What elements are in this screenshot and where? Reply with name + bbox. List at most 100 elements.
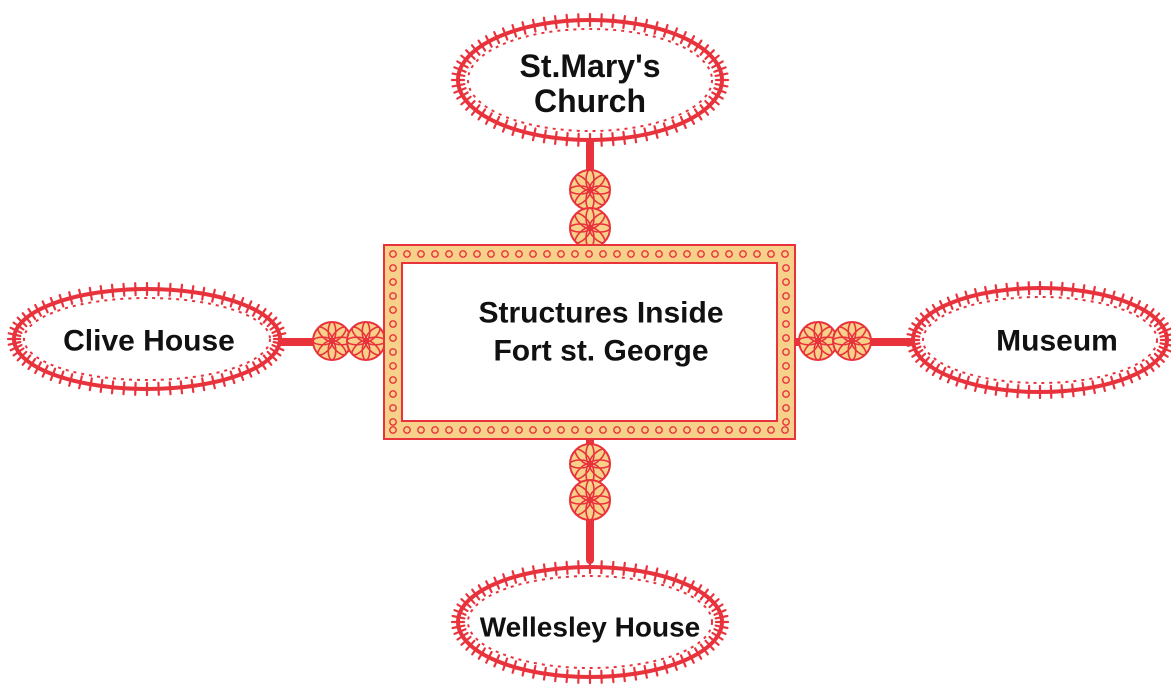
center-box-star	[389, 292, 397, 300]
center-box-star	[585, 250, 593, 258]
node-top-label-line2: Church	[534, 83, 646, 119]
ellipse-border-tick	[16, 316, 28, 328]
ellipse-border-tick	[502, 657, 509, 671]
ellipse-border-tick	[662, 660, 669, 674]
center-box-star	[697, 426, 705, 434]
center-box-star	[782, 334, 790, 342]
center-box-title-line1: Structures Inside	[478, 297, 723, 330]
node-bottom: Wellesley House	[450, 559, 730, 685]
ellipse-border-tick	[1016, 281, 1020, 296]
ellipse-border-tick	[693, 108, 703, 121]
center-box-star	[417, 426, 425, 434]
center-box-star	[389, 278, 397, 286]
ellipse-border-tick	[272, 340, 287, 346]
connector-flower	[569, 207, 611, 249]
ellipse-border-tick	[511, 122, 518, 136]
ellipse-border-tick	[622, 130, 627, 145]
center-box-star	[782, 278, 790, 286]
ellipse-border-tick	[58, 293, 65, 308]
ellipse-border-tick	[521, 125, 527, 139]
ellipse-border-tick	[7, 332, 22, 338]
ellipse-border-tick	[984, 380, 989, 395]
node-right-label: Museum	[996, 325, 1118, 358]
ellipse-border-tick	[565, 669, 569, 684]
ellipse-border-tick	[708, 95, 720, 106]
ellipse-border-tick	[245, 364, 253, 378]
ellipse-border-tick	[41, 300, 49, 314]
center-box-star	[599, 426, 607, 434]
center-box-star	[782, 362, 790, 370]
ellipse-border-tick	[679, 576, 687, 590]
ellipse-border-tick	[12, 347, 25, 357]
ellipse-border-tick	[662, 122, 669, 136]
node-top-outline-inner	[467, 28, 713, 132]
ellipse-border-tick	[908, 345, 922, 353]
ellipse-border-tick	[521, 21, 527, 35]
ellipse-border-tick	[633, 129, 638, 144]
ellipse-border-tick	[1156, 322, 1169, 331]
ellipse-border-tick	[470, 104, 481, 116]
ellipse-border-tick	[699, 104, 710, 116]
node-bottom-label: Wellesley House	[480, 612, 700, 643]
ellipse-border-tick	[915, 352, 927, 363]
connector-flower	[798, 321, 838, 361]
ellipse-border-tick	[1133, 300, 1142, 314]
ellipse-border-tick	[266, 350, 278, 362]
ellipse-border-tick	[266, 316, 278, 328]
node-right: Museum	[905, 280, 1171, 400]
ellipse-border-tick	[1091, 380, 1096, 395]
ellipse-border-tick	[653, 21, 659, 35]
ellipse-border-tick	[699, 44, 710, 56]
ellipse-border-tick	[714, 614, 729, 620]
ellipse-border-tick	[501, 27, 509, 41]
ellipse-border-tick	[679, 654, 687, 668]
ellipse-border-tick	[201, 377, 206, 392]
center-box-star	[487, 426, 495, 434]
center-box-star	[655, 250, 663, 258]
center-box-star	[389, 264, 397, 272]
center-box-border-outer	[383, 244, 796, 440]
center-box-star	[389, 376, 397, 384]
ellipse-border-tick	[1100, 288, 1107, 302]
connector-flower	[569, 169, 611, 211]
ellipse-border-tick	[919, 356, 931, 368]
ellipse-border-tick	[687, 580, 695, 594]
ellipse-border-tick	[493, 30, 501, 45]
ellipse-border-tick	[88, 286, 93, 301]
ellipse-border-tick	[1110, 375, 1116, 390]
ellipse-border-tick	[21, 354, 32, 366]
ellipse-border-tick	[622, 561, 626, 576]
ellipse-border-tick	[973, 378, 980, 392]
ellipse-border-tick	[465, 49, 476, 61]
ellipse-border-tick	[704, 49, 715, 61]
ellipse-border-tick	[911, 349, 924, 358]
center-box-star	[459, 250, 467, 258]
ellipse-border-tick	[521, 662, 527, 677]
ellipse-border-tick	[1153, 317, 1165, 328]
ellipse-border-tick	[693, 39, 703, 52]
ellipse-border-tick	[708, 54, 720, 65]
ellipse-border-tick	[12, 321, 25, 331]
center-box-star	[782, 418, 790, 426]
ellipse-border-tick	[565, 560, 569, 575]
ellipse-border-tick	[611, 13, 615, 28]
ellipse-border-tick	[485, 580, 493, 594]
ellipse-border-tick	[99, 285, 104, 300]
ellipse-border-tick	[1060, 281, 1064, 296]
ellipse-border-tick	[78, 375, 83, 390]
ellipse-border-tick	[713, 87, 727, 94]
center-box-star	[557, 426, 565, 434]
ellipse-border-ticks	[450, 12, 730, 148]
center-box-star	[445, 250, 453, 258]
ellipse-border-tick	[1159, 333, 1171, 338]
ellipse-border-tick	[687, 35, 696, 48]
center-box-star	[782, 390, 790, 398]
ellipse-border-tick	[257, 357, 267, 371]
ellipse-border-tick	[1100, 378, 1107, 392]
ellipse-border-tick	[179, 283, 184, 298]
ellipse-border-tick	[21, 312, 32, 324]
ellipse-border-tick	[693, 584, 703, 597]
center-box-star	[753, 250, 761, 258]
ellipse-border-tick	[711, 603, 724, 613]
ellipse-border-tick	[271, 344, 285, 352]
